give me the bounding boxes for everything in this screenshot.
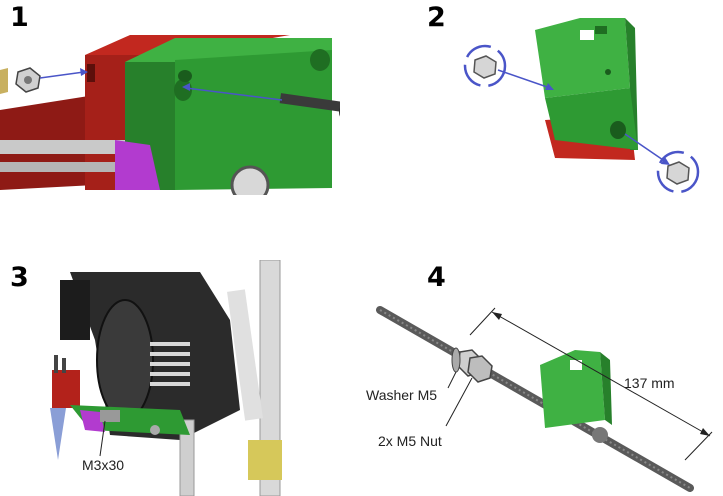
rod-end-nut-icon (592, 427, 608, 443)
slot-cutout (580, 30, 594, 40)
nut-icon (473, 55, 497, 79)
bearing-icon (230, 165, 270, 195)
magenta-part (80, 410, 105, 432)
assembly-arrow (624, 133, 667, 163)
brass-part (0, 68, 8, 94)
callout-nut: 2x M5 Nut (378, 433, 442, 449)
washer-icon (451, 347, 461, 373)
frame-rod (259, 260, 281, 496)
assembly-arrow (39, 71, 85, 79)
arrow-head-icon (182, 83, 190, 91)
step-3-illustration: M3x30 (50, 260, 282, 496)
callout-leader (447, 371, 457, 389)
step-number: 4 (427, 262, 446, 293)
dimension-line (491, 311, 711, 437)
green-block-front (535, 18, 630, 98)
green-block-front (540, 350, 605, 428)
extruder-side (60, 280, 90, 340)
nut-slot (87, 64, 95, 82)
callout-washer: Washer M5 (366, 387, 437, 403)
step-2-illustration (463, 18, 700, 194)
red-sensor (52, 370, 80, 408)
mount-hole-icon (178, 70, 192, 82)
nut-hole (24, 76, 32, 84)
callout-m3x30: M3x30 (82, 457, 124, 473)
bolt-shaft-icon (279, 93, 340, 113)
green-block-front (175, 50, 332, 190)
sensor-pin (54, 355, 58, 373)
smooth-rod (0, 140, 130, 154)
slot-cutout (595, 26, 607, 34)
green-block-side (600, 352, 612, 425)
screw-icon (100, 410, 120, 422)
green-block-side (625, 18, 638, 150)
sensor-pin (62, 358, 66, 373)
dimension-arrow-icon (492, 312, 502, 320)
drive-gear-icon (96, 299, 154, 421)
step-4-illustration: 137 mm Washer M5 2x M5 Nut (366, 306, 713, 492)
step-number: 1 (10, 2, 29, 33)
smooth-rod-lower (0, 162, 130, 172)
step-4-panel: 137 mm Washer M5 2x M5 Nut 4 (360, 260, 723, 496)
arrow-head-icon (661, 157, 670, 165)
nut-icon (467, 355, 493, 383)
screw-icon (150, 425, 160, 435)
threaded-rod (376, 306, 694, 492)
assembly-arrow (497, 69, 551, 89)
probe-tip-icon (50, 408, 66, 460)
heatsink-icon (150, 342, 190, 386)
step-1-panel: 1 (0, 0, 340, 195)
assembly-arrow (185, 87, 283, 101)
arrow-head-icon (545, 83, 554, 90)
callout-leader (445, 377, 473, 427)
dimension-extension (684, 431, 713, 461)
mount-hole-icon (310, 49, 330, 71)
smooth-rod (227, 289, 263, 421)
dimension-label: 137 mm (624, 375, 675, 391)
hole-icon (610, 121, 626, 139)
magenta-gear-icon (115, 140, 160, 190)
step-number: 2 (427, 2, 446, 33)
step-1-illustration (0, 35, 340, 195)
frame-rod (179, 419, 195, 496)
hole-icon (605, 69, 611, 75)
arrow-head-icon (80, 68, 88, 76)
rotate-icon (463, 44, 507, 88)
step-2-panel: 2 (380, 0, 723, 200)
dimension-arrow-icon (700, 428, 710, 436)
step-3-panel: M3x30 3 (0, 260, 340, 496)
rotate-icon (656, 150, 700, 194)
bolt-head-icon (339, 107, 340, 117)
step-number: 3 (10, 262, 29, 293)
yellow-part (248, 440, 282, 480)
nut-icon (666, 161, 690, 185)
callout-leader (99, 420, 106, 457)
slot-cutout (570, 360, 582, 370)
dimension-extension (469, 307, 496, 336)
